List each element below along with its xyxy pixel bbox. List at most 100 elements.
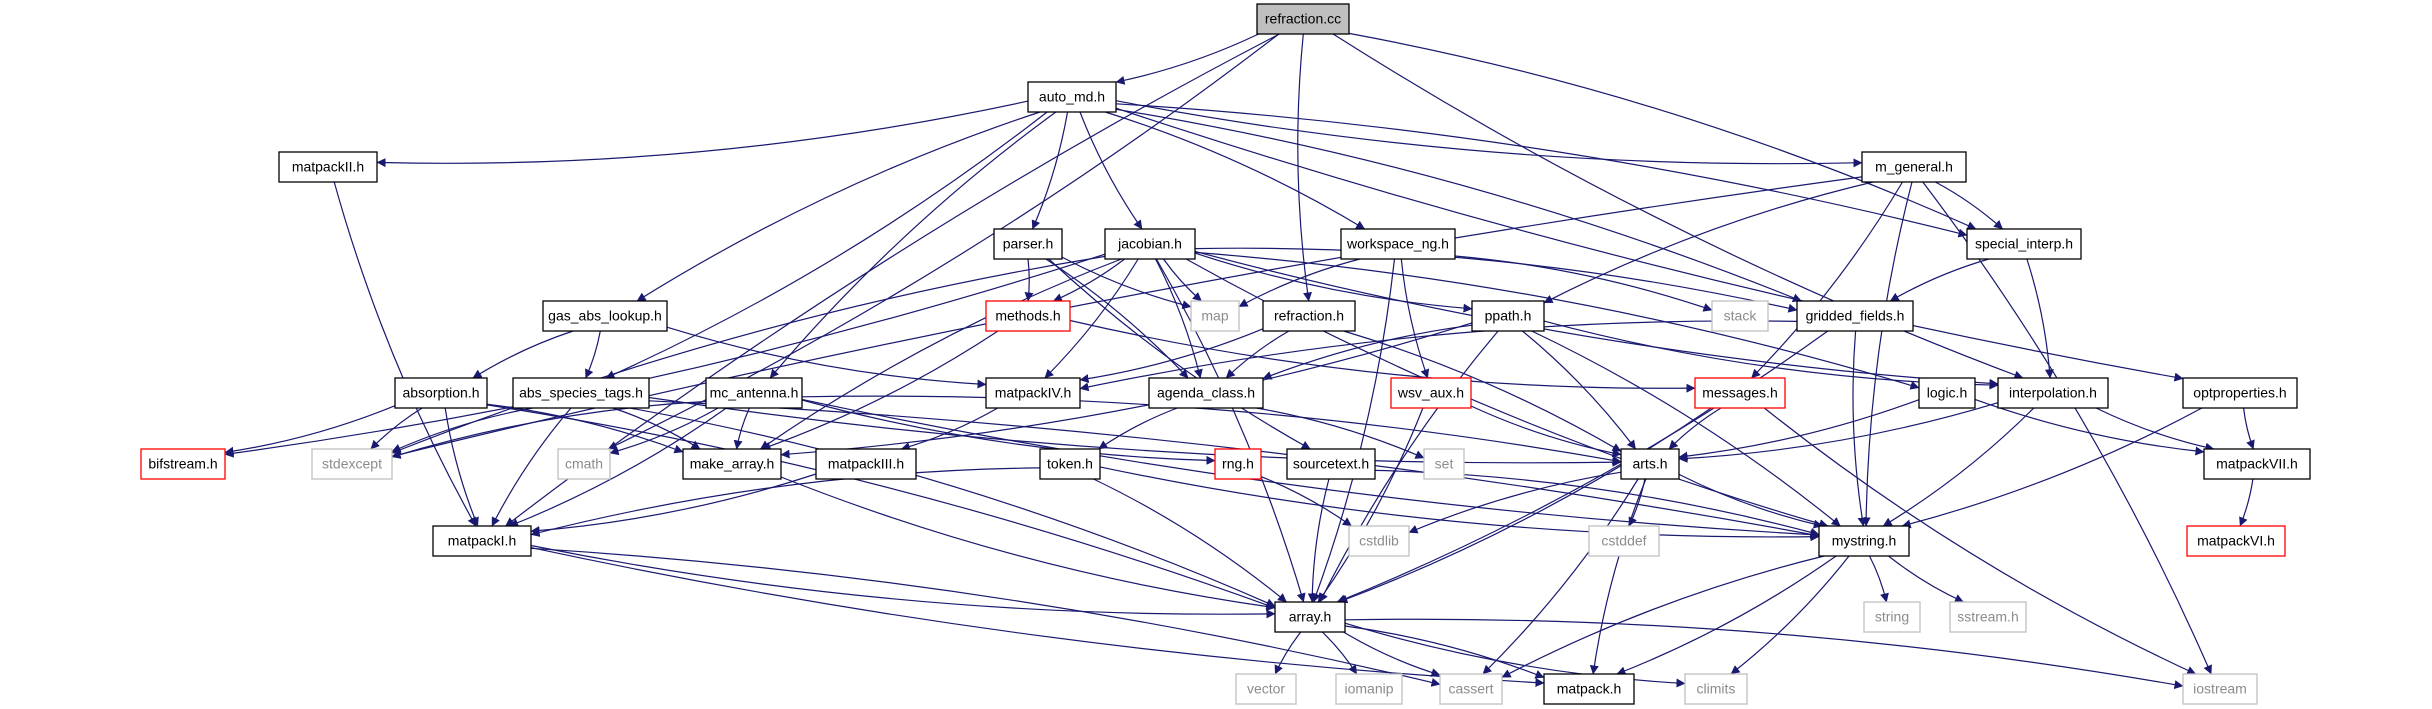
- node-box: [1423, 448, 1465, 480]
- node-box: [557, 448, 611, 480]
- node-logic[interactable]: logic.h: [1918, 377, 1976, 409]
- node-label: parser.h: [1003, 236, 1054, 252]
- node-box: [1861, 151, 1967, 183]
- node-label: optproperties.h: [2193, 385, 2286, 401]
- edge-abs_species_tags-to-array: [629, 407, 1276, 607]
- node-agenda-class[interactable]: agenda_class.h: [1148, 377, 1264, 409]
- node-box: [1949, 601, 2027, 633]
- node-refraction-cc[interactable]: refraction.cc: [1256, 3, 1350, 35]
- node-methods[interactable]: methods.h: [985, 300, 1071, 332]
- node-mystring[interactable]: mystring.h: [1818, 525, 1910, 557]
- node-box: [1997, 377, 2109, 409]
- edge-abs_species_tags-to-make_array: [612, 407, 701, 450]
- node-arts[interactable]: arts.h: [1620, 448, 1680, 480]
- node-abs-species-tags[interactable]: abs_species_tags.h: [512, 377, 650, 409]
- node-box: [1256, 3, 1350, 35]
- node-wsv-aux[interactable]: wsv_aux.h: [1390, 377, 1472, 409]
- node-label: token.h: [1047, 456, 1093, 472]
- node-cstddef: cstddef: [1588, 525, 1660, 557]
- node-label: methods.h: [995, 308, 1060, 324]
- edge-absorption-to-matpackI: [444, 407, 479, 527]
- node-absorption[interactable]: absorption.h: [394, 377, 488, 409]
- node-array[interactable]: array.h: [1274, 601, 1346, 633]
- node-label: interpolation.h: [2009, 385, 2097, 401]
- node-label: workspace_ng.h: [1346, 236, 1449, 252]
- node-token[interactable]: token.h: [1039, 448, 1101, 480]
- edge-refraction_cc-to-matpackI: [505, 33, 1280, 527]
- edge-special_interp-to-interpolation: [2026, 258, 2054, 379]
- edge-mc_antenna-to-make_array: [733, 407, 750, 450]
- edge-mc_antenna-to-rng: [801, 399, 1216, 465]
- node-optproperties[interactable]: optproperties.h: [2182, 377, 2298, 409]
- node-sourcetext[interactable]: sourcetext.h: [1286, 448, 1376, 480]
- node-matpackIII[interactable]: matpackIII.h: [815, 448, 917, 480]
- node-matpack[interactable]: matpack.h: [1543, 673, 1635, 705]
- node-gridded-fields[interactable]: gridded_fields.h: [1796, 300, 1914, 332]
- edge-methods-to-make_array: [761, 330, 999, 451]
- node-label: matpackIV.h: [995, 385, 1072, 401]
- edge-logic-to-arts: [1678, 399, 1920, 461]
- node-label: stack: [1724, 308, 1758, 324]
- node-matpackIV[interactable]: matpackIV.h: [985, 377, 1081, 409]
- edge-refraction_h-to-agenda_class: [1225, 330, 1290, 379]
- edge-mystring-to-climits: [1730, 555, 1850, 675]
- edge-auto_md-to-gridded_fields: [1115, 108, 1802, 302]
- edge-array-to-matpack: [1344, 625, 1545, 679]
- node-gas-abs-lookup[interactable]: gas_abs_lookup.h: [542, 300, 668, 332]
- node-mc-antenna[interactable]: mc_antenna.h: [705, 377, 803, 409]
- node-box: [1439, 673, 1503, 705]
- edge-workspace_ng-to-stack: [1454, 255, 1713, 312]
- edge-mc_antenna-to-cmath: [609, 407, 719, 456]
- node-map: map: [1190, 300, 1240, 332]
- node-auto-md[interactable]: auto_md.h: [1027, 81, 1117, 113]
- node-interpolation[interactable]: interpolation.h: [1997, 377, 2109, 409]
- node-bifstream[interactable]: bifstream.h: [140, 448, 226, 480]
- node-cassert: cassert: [1439, 673, 1503, 705]
- edge-m_general-to-ppath: [1543, 181, 1874, 304]
- node-label: rng.h: [1222, 456, 1254, 472]
- node-matpackVI[interactable]: matpackVI.h: [2186, 525, 2286, 557]
- edge-m_general-to-mystring: [1861, 181, 1913, 527]
- node-parser[interactable]: parser.h: [993, 228, 1063, 260]
- edge-jacobian-to-array: [1155, 258, 1306, 603]
- edge-jacobian-to-bifstream: [224, 253, 1106, 458]
- node-box: [1148, 377, 1264, 409]
- node-m-general[interactable]: m_general.h: [1861, 151, 1967, 183]
- node-box: [394, 377, 488, 409]
- edge-mystring-to-cassert: [1501, 555, 1825, 678]
- edge-abs_species_tags-to-matpackI: [491, 407, 572, 527]
- node-box: [1104, 228, 1196, 260]
- edge-messages-to-arts: [1668, 407, 1722, 450]
- edge-mc_antenna-to-matpackI: [509, 407, 727, 528]
- node-label: matpackI.h: [448, 533, 516, 549]
- node-label: string: [1875, 609, 1909, 625]
- node-jacobian[interactable]: jacobian.h: [1104, 228, 1196, 260]
- edge-gridded_fields-to-mystring: [1852, 330, 1867, 527]
- node-label: matpackVII.h: [2216, 456, 2298, 472]
- edge-agenda_class-to-token: [1098, 407, 1178, 450]
- node-make-array[interactable]: make_array.h: [682, 448, 782, 480]
- node-workspace-ng[interactable]: workspace_ng.h: [1340, 228, 1456, 260]
- node-ppath[interactable]: ppath.h: [1471, 300, 1545, 332]
- edge-gridded_fields-to-array: [1336, 330, 1829, 603]
- node-special-interp[interactable]: special_interp.h: [1966, 228, 2082, 260]
- edge-mc_antenna-to-mystring: [801, 398, 1820, 540]
- node-matpackI[interactable]: matpackI.h: [432, 525, 532, 557]
- edge-jacobian-to-methods: [1052, 258, 1125, 302]
- node-label: absorption.h: [402, 385, 479, 401]
- node-matpackVII[interactable]: matpackVII.h: [2203, 448, 2311, 480]
- node-label: arts.h: [1632, 456, 1667, 472]
- node-messages[interactable]: messages.h: [1694, 377, 1786, 409]
- node-box: [682, 448, 782, 480]
- edge-ppath-to-agenda_class: [1262, 324, 1473, 380]
- node-box: [512, 377, 650, 409]
- edge-refraction_cc-to-refraction_h: [1297, 33, 1312, 302]
- node-rng[interactable]: rng.h: [1214, 448, 1262, 480]
- edge-rng-to-cstdlib: [1260, 476, 1352, 527]
- node-label: matpackII.h: [292, 159, 364, 175]
- node-matpackII[interactable]: matpackII.h: [278, 151, 378, 183]
- node-refraction-h[interactable]: refraction.h: [1262, 300, 1356, 332]
- edge-auto_md-to-optproperties: [1115, 107, 2184, 382]
- node-box: [993, 228, 1063, 260]
